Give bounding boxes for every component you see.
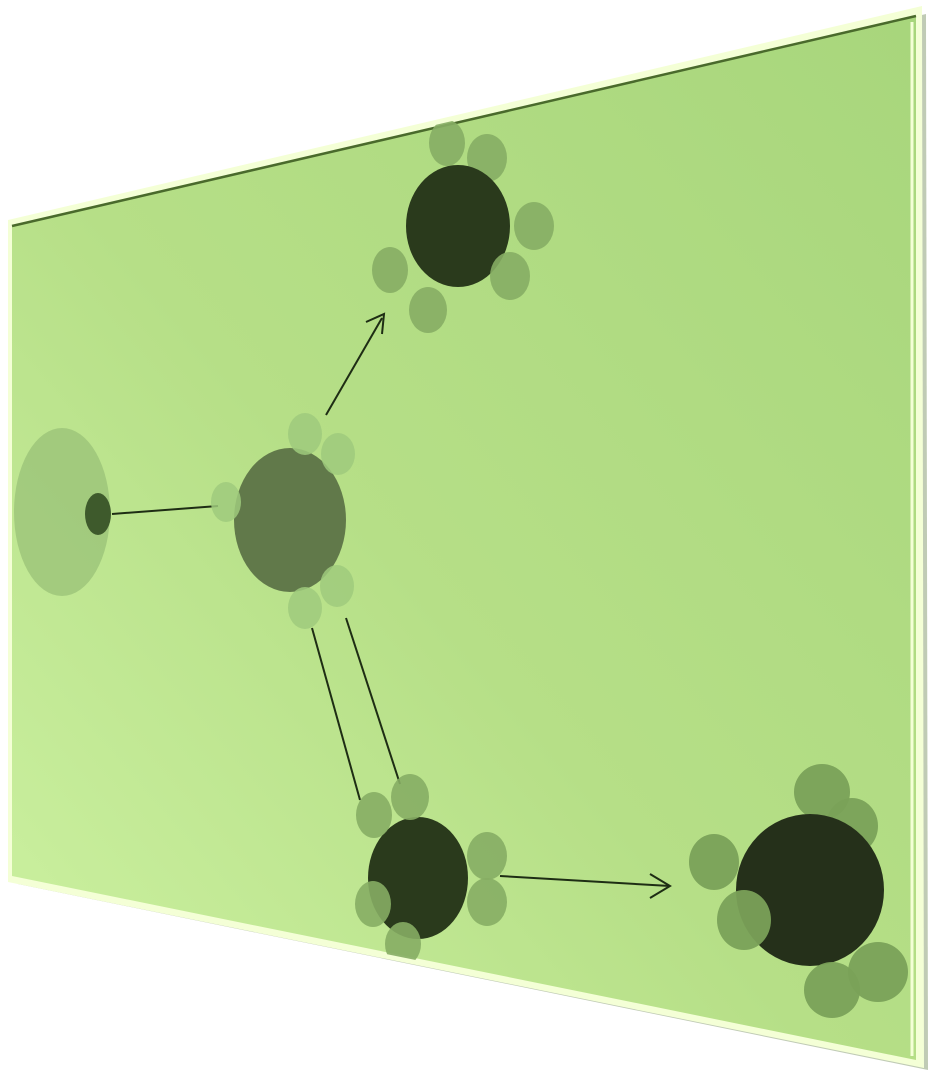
node-center-core xyxy=(234,448,346,592)
node-right xyxy=(689,764,908,1018)
node-lower-core xyxy=(368,817,468,939)
edge-center-lower-double xyxy=(311,617,401,801)
node-start xyxy=(14,428,111,596)
node-upper-bump xyxy=(429,120,465,166)
node-upper-core xyxy=(406,165,510,287)
node-upper-bump xyxy=(372,247,408,293)
node-lower-bump xyxy=(356,792,392,838)
node-right-core xyxy=(736,814,884,966)
node-lower-bump xyxy=(385,922,421,966)
node-center-bump xyxy=(288,413,322,455)
node-upper-bump xyxy=(514,202,554,250)
node-upper xyxy=(372,120,554,333)
edge-lower-right-arrow xyxy=(499,873,672,899)
node-center-bump xyxy=(211,482,241,522)
edge-start-center xyxy=(111,505,219,515)
panel-face xyxy=(12,16,916,1060)
node-center-bump xyxy=(320,565,354,607)
node-center-bump xyxy=(288,587,322,629)
node-upper-bump xyxy=(490,252,530,300)
node-lower-bump xyxy=(467,832,507,880)
node-right-bump xyxy=(717,890,771,950)
node-right-bump xyxy=(848,942,908,1002)
node-lower xyxy=(355,774,507,966)
node-lower-bump xyxy=(467,878,507,926)
node-center-bump xyxy=(321,433,355,475)
panel-top-edge xyxy=(11,14,917,228)
node-right-bump xyxy=(689,834,739,890)
node-lower-bump xyxy=(391,774,429,820)
node-start-halo xyxy=(14,428,110,596)
node-start-core xyxy=(85,493,111,535)
node-right-bump xyxy=(804,962,860,1018)
node-lower-bump xyxy=(355,881,391,927)
edge-center-upper-arrow xyxy=(325,312,386,416)
node-upper-bump xyxy=(409,287,447,333)
node-center xyxy=(211,413,355,629)
